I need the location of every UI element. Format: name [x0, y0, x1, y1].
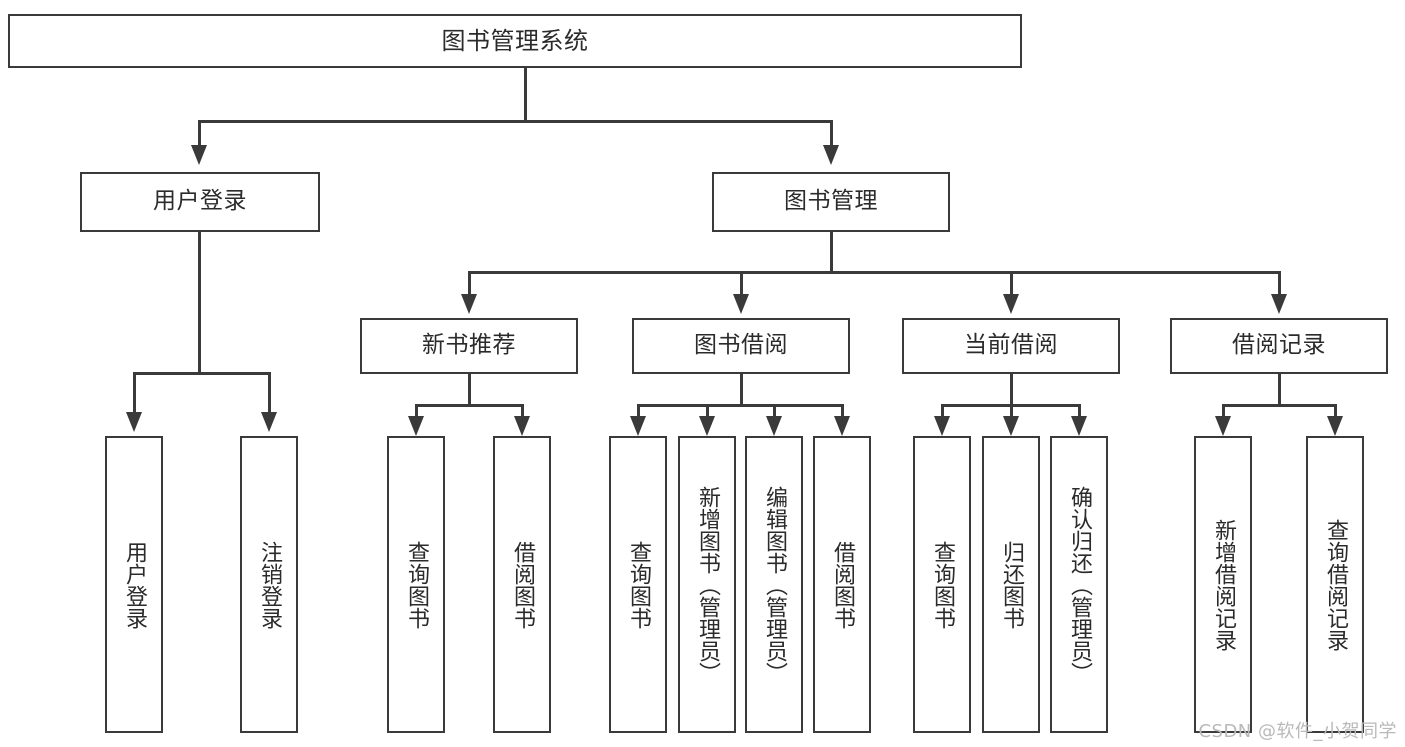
leaf-label: 编辑图书（管理员）: [761, 485, 787, 684]
connector-drop-bb-leaf-0: [637, 404, 640, 418]
connector-drop-borrow-record: [1278, 271, 1281, 297]
connector-drop-br-leaf-1: [1334, 404, 1337, 418]
node-current-borrow[interactable]: 当前借阅: [902, 318, 1120, 374]
connector-drop-cb-leaf-0: [941, 404, 944, 418]
leaf-label: 借阅图书: [509, 540, 535, 629]
connector-drop-current-borrow: [1010, 271, 1013, 297]
arrow-bb-leaf-0: [630, 416, 646, 436]
leaf-current-borrow-2[interactable]: 确认归还（管理员）: [1050, 436, 1108, 733]
csdn-watermark: CSDN @软件_小贺同学: [1198, 721, 1397, 742]
leaf-book-borrow-2[interactable]: 编辑图书（管理员）: [745, 436, 803, 733]
connector-borrow-record-stem: [1278, 374, 1281, 406]
node-new-book-recommend[interactable]: 新书推荐: [360, 318, 578, 374]
connector-drop-cb-leaf-1: [1010, 404, 1013, 418]
connector-drop-book-borrow: [740, 271, 743, 297]
arrow-new-book-recommend: [461, 294, 477, 314]
connector-drop-leaf-user-login-0: [133, 372, 136, 414]
leaf-book-borrow-0[interactable]: 查询图书: [609, 436, 667, 733]
connector-drop-book-management: [830, 120, 833, 148]
node-root-book-management-system[interactable]: 图书管理系统: [8, 14, 1022, 68]
connector-user-login-stem: [198, 232, 201, 374]
arrow-bb-leaf-2: [766, 416, 782, 436]
connector-level2-bus: [198, 120, 832, 123]
node-label: 当前借阅: [964, 332, 1058, 359]
leaf-label: 查询图书: [625, 540, 651, 629]
connector-drop-nbr-leaf-1: [521, 404, 524, 418]
connector-book-borrow-stem: [740, 374, 743, 406]
node-label: 图书管理: [784, 188, 878, 215]
leaf-new-book-recommend-1[interactable]: 借阅图书: [493, 436, 551, 733]
arrow-cb-leaf-1: [1003, 416, 1019, 436]
leaf-book-borrow-3[interactable]: 借阅图书: [813, 436, 871, 733]
arrow-bb-leaf-3: [834, 416, 850, 436]
arrow-borrow-record: [1271, 294, 1287, 314]
connector-drop-new-book-recommend: [468, 271, 471, 297]
node-label: 用户登录: [153, 188, 247, 215]
leaf-user-login-0[interactable]: 用户登录: [105, 436, 163, 733]
leaf-label: 借阅图书: [829, 540, 855, 629]
arrow-user-login: [191, 145, 207, 165]
connector-new-book-recommend-bus: [415, 404, 523, 407]
arrow-cb-leaf-2: [1071, 416, 1087, 436]
leaf-label: 查询图书: [403, 540, 429, 629]
connector-drop-bb-leaf-2: [773, 404, 776, 418]
node-user-login[interactable]: 用户登录: [80, 172, 320, 232]
node-label: 新书推荐: [422, 332, 516, 359]
leaf-label: 注销登录: [256, 540, 282, 629]
connector-drop-bb-leaf-3: [841, 404, 844, 418]
connector-drop-cb-leaf-2: [1078, 404, 1081, 418]
leaf-label: 新增借阅记录: [1210, 518, 1236, 651]
arrow-br-leaf-0: [1215, 416, 1231, 436]
connector-book-borrow-bus: [637, 404, 843, 407]
leaf-book-borrow-1[interactable]: 新增图书（管理员）: [678, 436, 736, 733]
arrow-book-borrow: [733, 294, 749, 314]
arrow-cb-leaf-0: [934, 416, 950, 436]
arrow-leaf-user-login-0: [126, 412, 142, 432]
connector-root-stem: [524, 68, 527, 122]
leaf-label: 确认归还（管理员）: [1066, 485, 1092, 684]
arrow-leaf-user-login-1: [261, 412, 277, 432]
leaf-label: 用户登录: [121, 540, 147, 629]
connector-level3-bus: [468, 271, 1280, 274]
node-borrow-record[interactable]: 借阅记录: [1170, 318, 1388, 374]
node-label: 图书管理系统: [441, 26, 589, 55]
node-label: 图书借阅: [694, 332, 788, 359]
connector-user-login-bus: [133, 372, 268, 375]
leaf-current-borrow-0[interactable]: 查询图书: [913, 436, 971, 733]
leaf-label: 查询图书: [929, 540, 955, 629]
connector-book-management-stem: [830, 232, 833, 273]
leaf-label: 查询借阅记录: [1322, 518, 1348, 651]
leaf-new-book-recommend-0[interactable]: 查询图书: [387, 436, 445, 733]
leaf-label: 归还图书: [998, 540, 1024, 629]
leaf-label: 新增图书（管理员）: [694, 485, 720, 684]
leaf-borrow-record-0[interactable]: 新增借阅记录: [1194, 436, 1252, 733]
node-book-management[interactable]: 图书管理: [712, 172, 950, 232]
arrow-book-management: [823, 145, 839, 165]
node-book-borrow[interactable]: 图书借阅: [632, 318, 850, 374]
node-label: 借阅记录: [1232, 332, 1326, 359]
connector-drop-nbr-leaf-0: [415, 404, 418, 418]
connector-drop-bb-leaf-1: [706, 404, 709, 418]
connector-drop-br-leaf-0: [1222, 404, 1225, 418]
connector-current-borrow-stem: [1010, 374, 1013, 406]
leaf-borrow-record-1[interactable]: 查询借阅记录: [1306, 436, 1364, 733]
arrow-br-leaf-1: [1327, 416, 1343, 436]
arrow-nbr-leaf-0: [408, 416, 424, 436]
leaf-user-login-1[interactable]: 注销登录: [240, 436, 298, 733]
arrow-bb-leaf-1: [699, 416, 715, 436]
connector-new-book-recommend-stem: [468, 374, 471, 406]
connector-drop-user-login: [198, 120, 201, 148]
connector-borrow-record-bus: [1222, 404, 1336, 407]
arrow-nbr-leaf-1: [514, 416, 530, 436]
connector-drop-leaf-user-login-1: [268, 372, 271, 414]
leaf-current-borrow-1[interactable]: 归还图书: [982, 436, 1040, 733]
arrow-current-borrow: [1003, 294, 1019, 314]
